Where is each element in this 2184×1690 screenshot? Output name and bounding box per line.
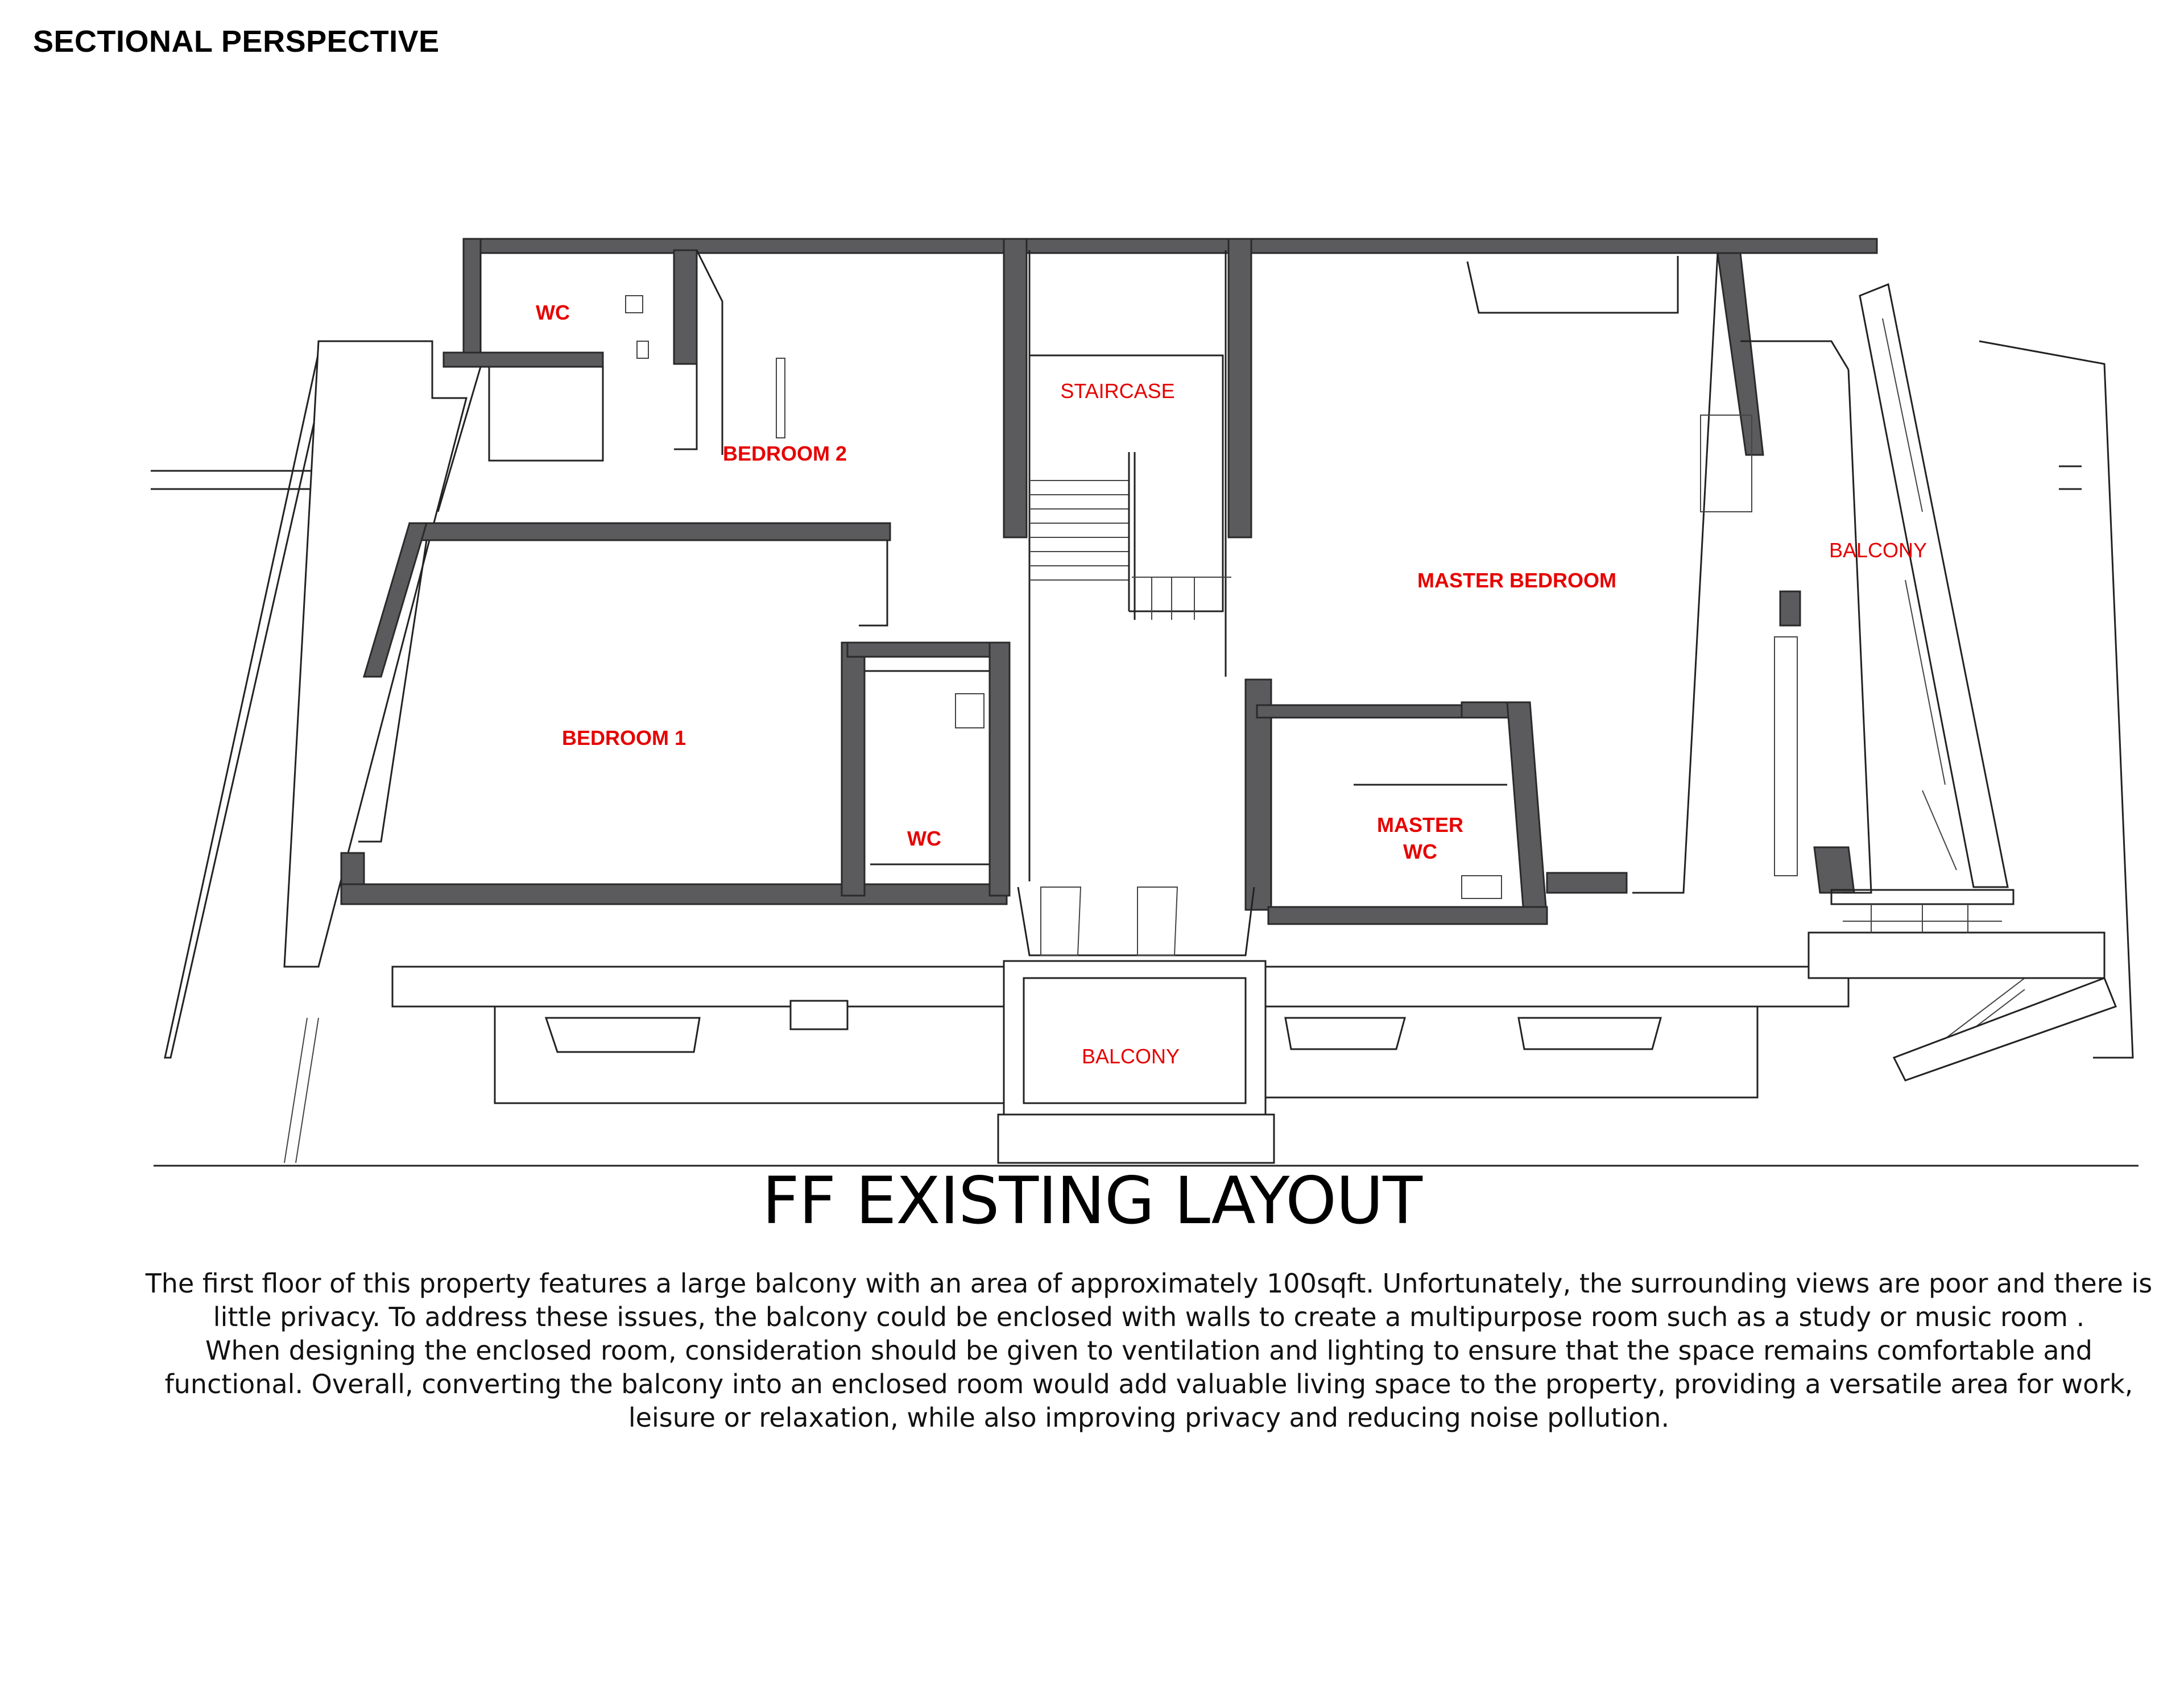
label-balcony-right: BALCONY (1829, 539, 1927, 562)
label-master-bedroom: MASTER BEDROOM (1417, 569, 1616, 592)
label-bedroom-1: BEDROOM 1 (562, 726, 686, 749)
layout-title: FF EXISTING LAYOUT (762, 1163, 1422, 1238)
label-master-wc-line2: WC (1403, 840, 1437, 863)
interior-lines (358, 250, 2015, 1164)
walls (340, 238, 1878, 925)
label-bedroom-2: BEDROOM 2 (723, 442, 847, 465)
page-heading: SECTIONAL PERSPECTIVE (33, 24, 440, 59)
label-wc-top: WC (536, 301, 570, 324)
description-paragraph-2: When designing the enclosed room, consid… (164, 1335, 2133, 1433)
label-wc-mid: WC (907, 827, 941, 850)
label-staircase: STAIRCASE (1060, 379, 1174, 403)
room-labels: WC BEDROOM 2 STAIRCASE MASTER BEDROOM BA… (536, 301, 1927, 1068)
label-balcony-front: BALCONY (1082, 1045, 1180, 1068)
description: The first floor of this property feature… (136, 1267, 2161, 1435)
description-paragraph-1: The first floor of this property feature… (145, 1268, 2153, 1332)
label-master-wc-line1: MASTER (1377, 813, 1463, 836)
